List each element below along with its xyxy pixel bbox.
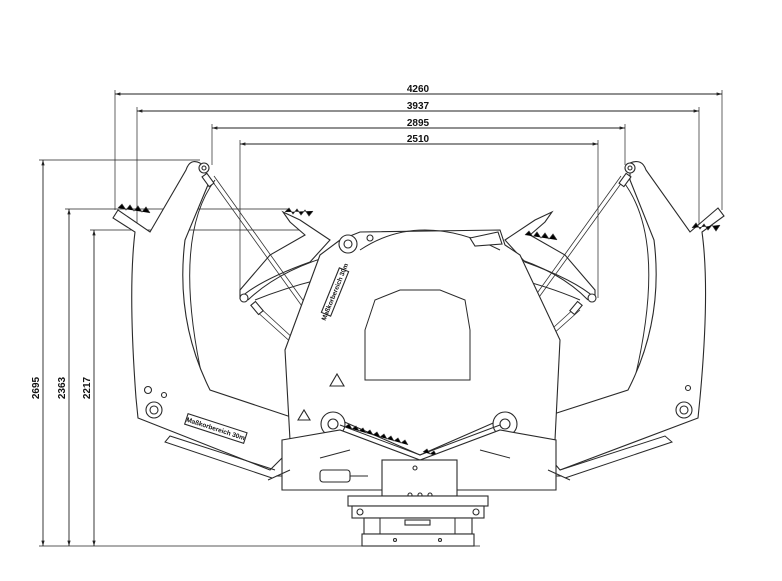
base-plate bbox=[361, 533, 475, 547]
rotator-stack bbox=[347, 495, 489, 547]
dim-label-2363: 2363 bbox=[57, 376, 68, 399]
warning-icon bbox=[329, 372, 345, 387]
dim-label-2695: 2695 bbox=[31, 376, 42, 399]
dim-label-2895: 2895 bbox=[407, 118, 430, 129]
control-box bbox=[381, 459, 458, 497]
dim-label-2217: 2217 bbox=[82, 376, 93, 399]
grip-edge bbox=[339, 424, 501, 456]
lower-housing bbox=[164, 429, 673, 498]
left-outer-jaw bbox=[112, 161, 301, 471]
grapple-drawing: Maßkorbereich 30m Maßkorbereich 30m bbox=[112, 161, 725, 547]
warning-icon bbox=[297, 408, 311, 421]
dim-label-2510: 2510 bbox=[407, 134, 430, 145]
dim-label-4260: 4260 bbox=[407, 84, 430, 95]
center-body: Maßkorbereich 30m bbox=[284, 229, 561, 456]
right-outer-jaw bbox=[534, 161, 725, 471]
dim-label-3937: 3937 bbox=[407, 101, 430, 112]
